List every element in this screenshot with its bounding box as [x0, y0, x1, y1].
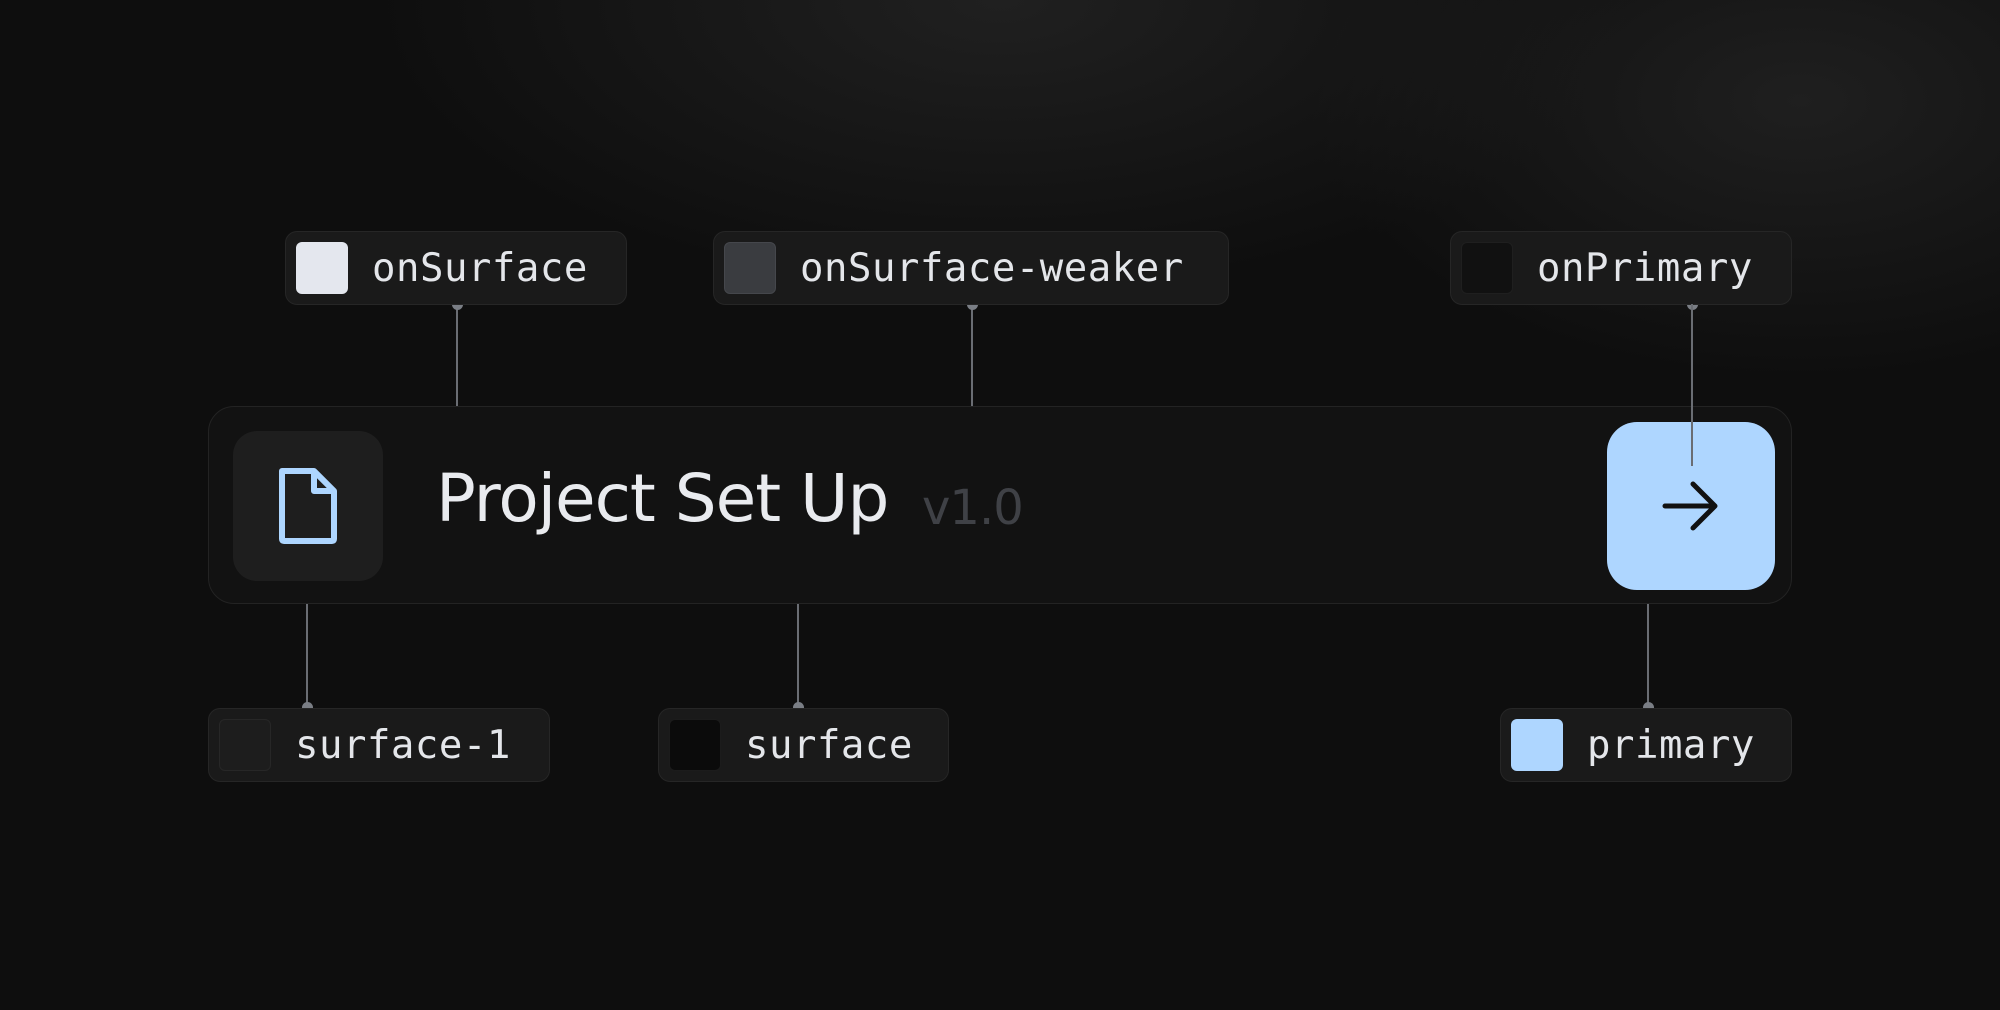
- card-title: Project Set Up: [436, 460, 889, 537]
- token-label-onsurface: onSurface: [372, 245, 588, 291]
- token-label-onprimary: onPrimary: [1537, 245, 1753, 291]
- swatch-onprimary: [1461, 242, 1513, 294]
- connector-onprimary: [1691, 304, 1693, 466]
- document-icon-tile: [233, 431, 383, 581]
- token-label-onsurface-weaker: onSurface-weaker: [800, 245, 1184, 291]
- token-label-surface-1: surface-1: [295, 722, 511, 768]
- arrow-right-icon: [1662, 481, 1718, 531]
- project-card[interactable]: [208, 406, 1792, 604]
- connector-dot-primary: [1643, 702, 1654, 713]
- swatch-onsurface: [296, 242, 348, 294]
- connector-dot-surface-1: [302, 702, 313, 713]
- connector-surface: [797, 604, 799, 707]
- connector-onsurface: [456, 304, 458, 456]
- token-chip-onprimary: onPrimary: [1450, 231, 1792, 305]
- swatch-onsurface-weaker: [724, 242, 776, 294]
- card-version: v1.0: [922, 480, 1024, 536]
- connector-dot-surface: [793, 702, 804, 713]
- token-chip-onsurface-weaker: onSurface-weaker: [713, 231, 1229, 305]
- token-chip-surface-1: surface-1: [208, 708, 550, 782]
- token-label-surface: surface: [745, 722, 913, 768]
- swatch-primary: [1511, 719, 1563, 771]
- token-chip-surface: surface: [658, 708, 949, 782]
- token-chip-onsurface: onSurface: [285, 231, 627, 305]
- connector-surface-1: [306, 583, 308, 707]
- token-label-primary: primary: [1587, 722, 1755, 768]
- connector-primary: [1647, 590, 1649, 707]
- swatch-surface-1: [219, 719, 271, 771]
- connector-onsurface-weaker: [971, 304, 973, 456]
- swatch-surface: [669, 719, 721, 771]
- document-icon: [279, 468, 337, 544]
- token-chip-primary: primary: [1500, 708, 1792, 782]
